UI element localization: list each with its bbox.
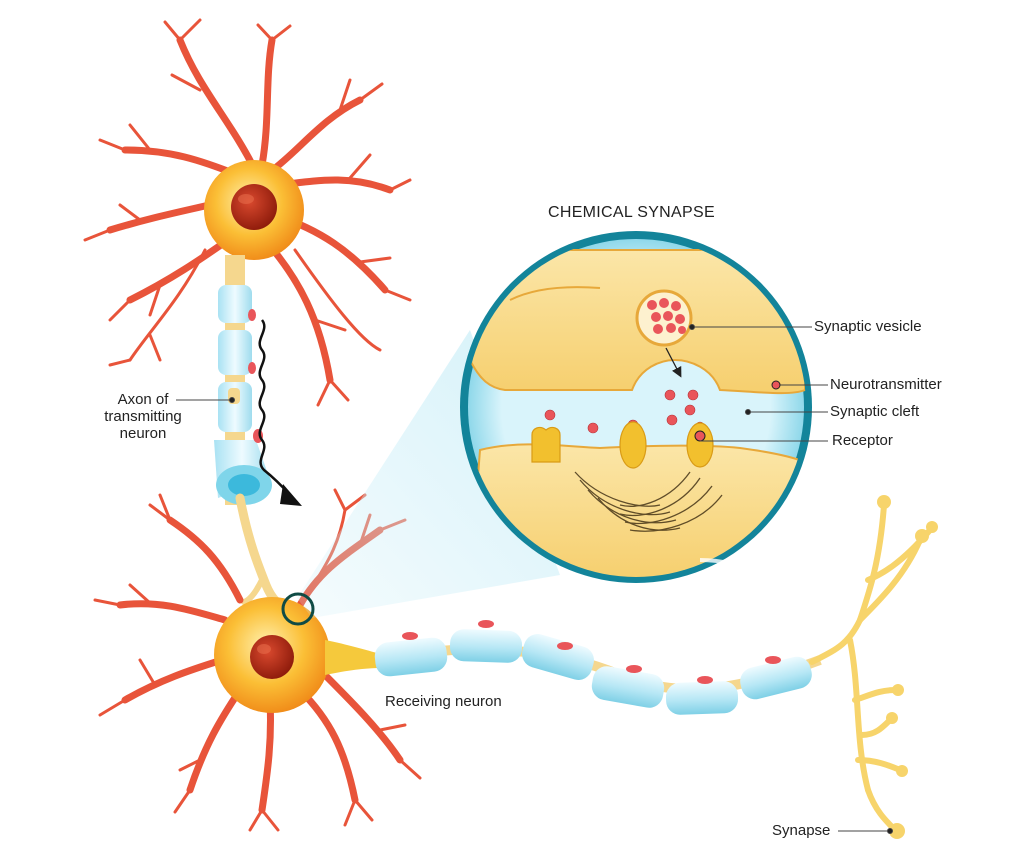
transmitting-axon [214, 255, 295, 617]
axon-terminal-knobs [877, 495, 938, 839]
axon-label-line2: transmitting [104, 408, 182, 425]
axon-label-line1: Axon of [117, 391, 169, 408]
receiving-neuron-label: Receiving neuron [385, 693, 502, 710]
axon-terminal-branches [809, 502, 933, 833]
synaptic-cleft-label: Synaptic cleft [830, 403, 920, 420]
neurotransmitter-label: Neurotransmitter [830, 376, 942, 393]
synapse-lens [460, 231, 812, 592]
receiving-axon [325, 620, 822, 715]
bound-neurotransmitter [694, 430, 706, 442]
transmitting-neuron-nucleus [231, 184, 277, 230]
signal-arrow [258, 319, 291, 496]
receptors [531, 421, 714, 469]
leader-lines [176, 324, 893, 834]
vesicle-neurotransmitters [647, 298, 686, 334]
axon-label: Axon of transmitting neuron [88, 391, 198, 442]
chemical-synapse-title: CHEMICAL SYNAPSE [548, 204, 715, 221]
axon-label-line3: neuron [119, 425, 167, 442]
zoom-target-circle [281, 592, 315, 626]
synapse-label: Synapse [772, 822, 831, 839]
receptor-label: Receptor [832, 432, 893, 449]
receiving-neuron-nucleus [250, 635, 294, 679]
synaptic-vesicle-label: Synaptic vesicle [814, 318, 922, 335]
signal-arrowhead [280, 484, 302, 506]
